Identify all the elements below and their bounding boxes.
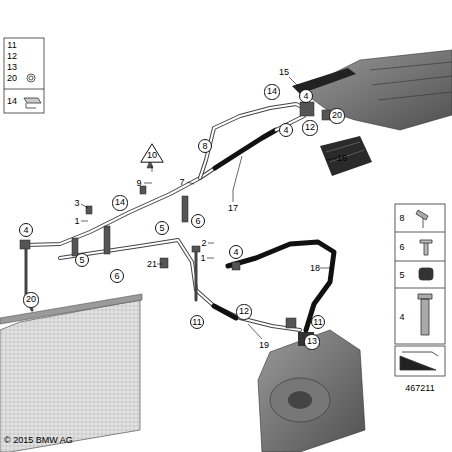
callout-number: 5 <box>159 224 164 233</box>
callout-circle: 8 <box>198 139 212 153</box>
part-number: 3 <box>74 198 79 208</box>
callout-circle: 4 <box>299 89 313 103</box>
callout-number: 13 <box>307 337 317 346</box>
part-number: 11 <box>7 40 16 50</box>
part-number: 17 <box>228 203 238 213</box>
callout-number: 8 <box>202 142 207 151</box>
callout-circle: 11 <box>311 315 325 329</box>
callout-number: 20 <box>332 111 342 120</box>
callout-circle: 14 <box>264 84 279 99</box>
callout-circle: 4 <box>229 245 243 259</box>
callout-circle: 5 <box>155 221 169 235</box>
callout-number: 6 <box>114 272 119 281</box>
callout-number: 12 <box>305 123 315 132</box>
callout-number: 14 <box>267 87 277 96</box>
callout-circle: 20 <box>329 108 344 123</box>
callout-number: 4 <box>23 226 28 235</box>
part-number: 2 <box>201 238 206 248</box>
part-number: 18 <box>310 263 320 273</box>
callout-circle: 13 <box>304 334 319 349</box>
copyright-note: © 2015 BMW AG <box>4 435 73 445</box>
callout-number: 11 <box>192 318 201 327</box>
callout-circle: 5 <box>75 253 89 267</box>
callout-number: 12 <box>239 307 249 316</box>
callout-circle: 6 <box>110 269 124 283</box>
callout-number: 10 <box>147 151 157 160</box>
callout-number: 14 <box>115 198 125 207</box>
callout-circle: 6 <box>191 214 205 228</box>
callout-number: 11 <box>313 318 322 327</box>
part-number: 14 <box>7 96 17 106</box>
part-number: 21 <box>147 259 157 269</box>
callout-circle: 12 <box>236 304 251 319</box>
callout-circle: 14 <box>112 195 127 210</box>
part-number: 467211 <box>405 383 434 393</box>
part-number: 1 <box>200 253 205 263</box>
callout-number: 4 <box>303 92 308 101</box>
callout-circle: 4 <box>19 223 33 237</box>
callout-number: 4 <box>283 126 288 135</box>
callout-circle: 11 <box>190 315 204 329</box>
callout-circle: 12 <box>302 120 317 135</box>
part-number: 16 <box>337 153 347 163</box>
callout-circle: 4 <box>279 123 293 137</box>
callout-circle: 20 <box>23 292 38 307</box>
part-number: 6 <box>399 242 404 252</box>
part-number: 19 <box>259 340 269 350</box>
part-number: 12 <box>7 51 17 61</box>
callout-number: 6 <box>195 217 200 226</box>
part-number: 5 <box>399 270 404 280</box>
part-number: 7 <box>179 177 184 187</box>
part-number: 20 <box>7 73 17 83</box>
part-number: 1 <box>74 216 79 226</box>
part-number: 15 <box>279 67 289 77</box>
callout-number: 20 <box>26 295 36 304</box>
part-number: 9 <box>136 178 141 188</box>
callout-number: 4 <box>233 248 238 257</box>
part-number: 13 <box>7 62 17 72</box>
part-number: 8 <box>399 213 404 223</box>
callout-number: 5 <box>79 256 84 265</box>
part-number: 4 <box>399 312 404 322</box>
callout-triangle: 10 <box>140 143 164 163</box>
